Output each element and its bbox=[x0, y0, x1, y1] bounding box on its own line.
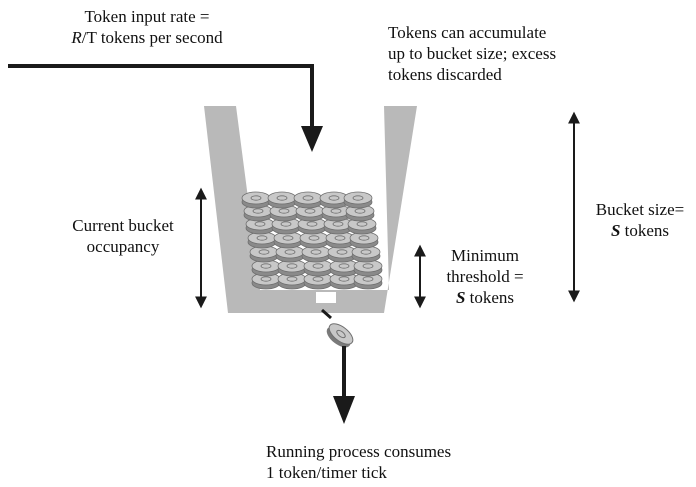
bucket-size-variable: S bbox=[610, 221, 621, 240]
rate-variable: R bbox=[71, 28, 82, 47]
token-coin bbox=[349, 231, 379, 249]
token-stack bbox=[241, 191, 383, 290]
token-coin bbox=[277, 272, 307, 290]
token-coin bbox=[319, 191, 349, 209]
token-coin bbox=[325, 231, 355, 249]
token-coin bbox=[249, 245, 279, 263]
token-coin bbox=[245, 217, 275, 235]
occupancy-line2: occupancy bbox=[86, 237, 160, 256]
accumulate-line3: tokens discarded bbox=[388, 65, 502, 84]
consumes-label: Running process consumes 1 token/timer t… bbox=[266, 441, 451, 483]
bucket-size-label: Bucket size= S tokens bbox=[584, 199, 696, 241]
token-coin bbox=[267, 191, 297, 209]
token-coin bbox=[247, 231, 277, 249]
token-coin bbox=[327, 245, 357, 263]
token-coin bbox=[343, 191, 373, 209]
threshold-suffix: tokens bbox=[465, 288, 515, 307]
token-coin bbox=[273, 231, 303, 249]
token-coin bbox=[353, 259, 383, 277]
threshold-line1: Minimum bbox=[450, 246, 519, 265]
token-coin bbox=[277, 259, 307, 277]
token-coin bbox=[299, 231, 329, 249]
threshold-label: Minimum threshold = S tokens bbox=[430, 245, 540, 308]
accumulate-line2: up to bucket size; excess bbox=[388, 44, 557, 63]
token-coin bbox=[251, 259, 281, 277]
input-arrow bbox=[8, 64, 323, 152]
token-coin bbox=[275, 245, 305, 263]
output-arrow bbox=[333, 346, 355, 424]
token-coin bbox=[241, 191, 271, 209]
accumulate-label: Tokens can accumulate up to bucket size;… bbox=[388, 22, 556, 85]
input-rate-label: Token input rate = R/T tokens per second bbox=[32, 6, 262, 48]
token-coin bbox=[301, 245, 331, 263]
threshold-variable: S bbox=[455, 288, 466, 307]
input-rate-line1: Token input rate = bbox=[84, 7, 210, 26]
falling-token bbox=[321, 308, 354, 348]
bucket-size-line2: S tokens bbox=[584, 220, 696, 241]
rate-suffix: /T tokens per second bbox=[81, 28, 223, 47]
token-coin bbox=[351, 245, 381, 263]
input-rate-line2: R/T tokens per second bbox=[32, 27, 262, 48]
consumes-line2: 1 token/timer tick bbox=[266, 463, 387, 482]
token-coin bbox=[303, 259, 333, 277]
accumulate-line1: Tokens can accumulate bbox=[388, 23, 547, 42]
consumes-line1: Running process consumes bbox=[266, 442, 452, 461]
token-coin bbox=[293, 191, 323, 209]
bucket-size-line1: Bucket size= bbox=[595, 200, 685, 219]
threshold-line3: S tokens bbox=[430, 287, 540, 308]
bucket-size-suffix: tokens bbox=[620, 221, 670, 240]
token-coin bbox=[353, 272, 383, 290]
occupancy-line1: Current bucket bbox=[72, 216, 174, 235]
occupancy-label: Current bucket occupancy bbox=[58, 215, 188, 257]
token-coin bbox=[329, 259, 359, 277]
token-coin bbox=[347, 217, 377, 235]
threshold-line2: threshold = bbox=[446, 267, 524, 286]
